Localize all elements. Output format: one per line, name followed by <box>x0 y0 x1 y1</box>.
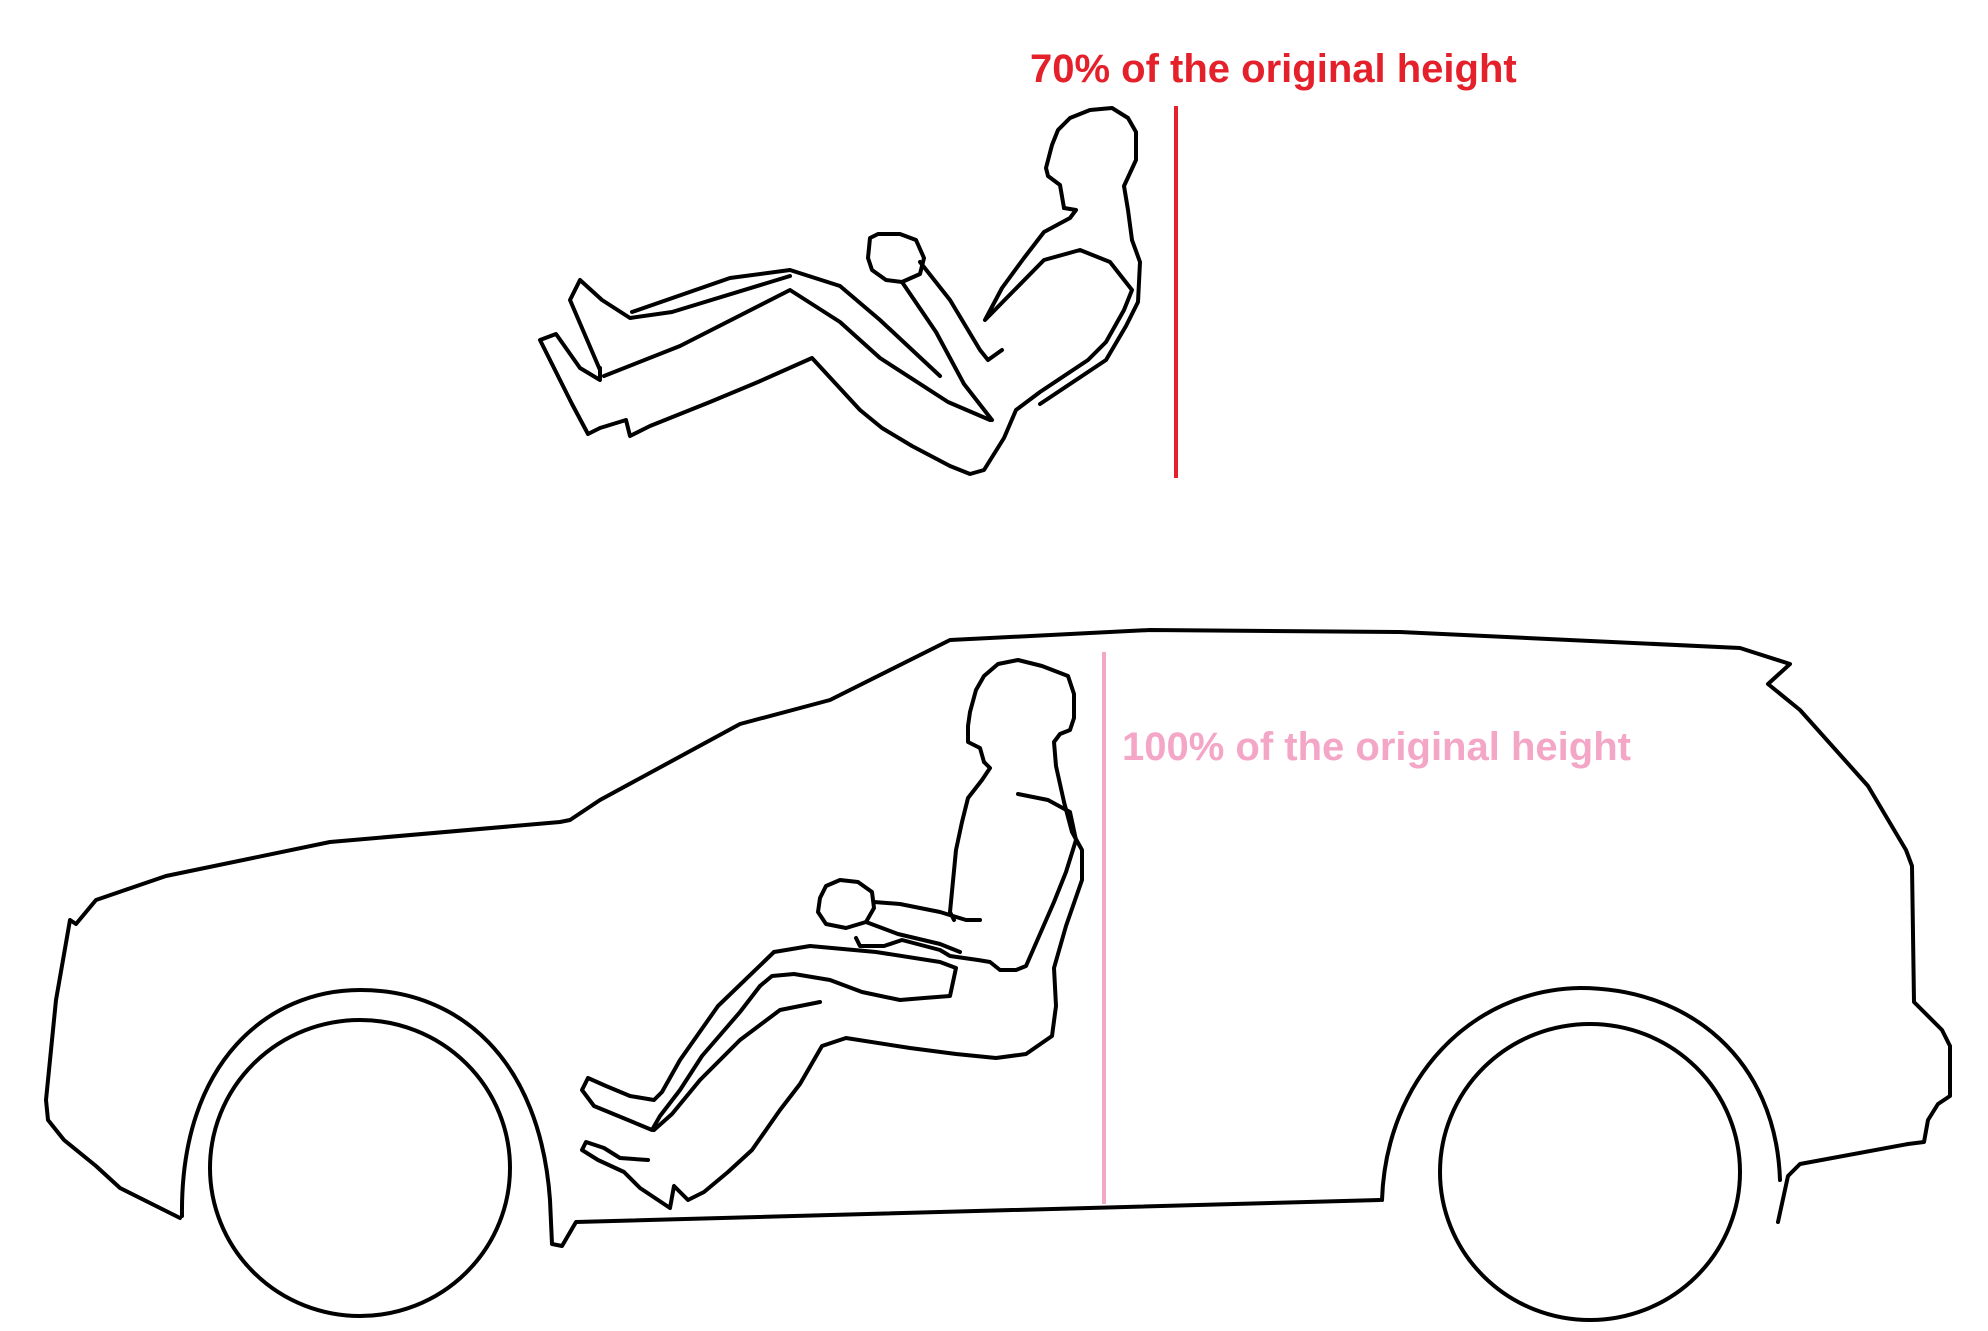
upright-torso <box>854 792 1078 972</box>
front-wheel-arch <box>179 988 1382 1248</box>
upright-arm <box>872 900 982 922</box>
reclined-upper-leg <box>602 288 992 422</box>
upright-thigh <box>758 944 958 1002</box>
upright-shin-rear <box>652 1000 822 1132</box>
upright-shin <box>580 950 776 1132</box>
reclined-seat-back <box>1038 238 1142 406</box>
upright-head <box>966 658 1076 804</box>
rear-wheel-arch <box>1380 986 1782 1202</box>
reclined-forearm <box>900 280 994 422</box>
reclined-driver-figure <box>538 106 1142 476</box>
reclined-height-label: 70% of the original height <box>1030 47 1517 91</box>
car-outline <box>44 628 1952 1322</box>
upright-height-label: 100% of the original height <box>1122 725 1631 769</box>
reclined-back <box>538 206 1134 476</box>
reclined-thigh <box>630 268 942 378</box>
car-body <box>44 628 1952 1224</box>
upright-steering-wheel <box>816 878 876 930</box>
upright-neck <box>948 760 992 922</box>
reclined-head <box>1044 106 1138 242</box>
reclined-shin <box>568 274 792 372</box>
reclined-arm <box>918 260 1004 362</box>
reclined-steering-wheel <box>866 232 926 284</box>
rear-wheel <box>1438 1022 1742 1322</box>
upright-forearm <box>864 920 962 954</box>
front-wheel <box>208 1018 512 1318</box>
upright-driver-figure <box>580 658 1084 1210</box>
upright-seat-back <box>580 800 1084 1210</box>
